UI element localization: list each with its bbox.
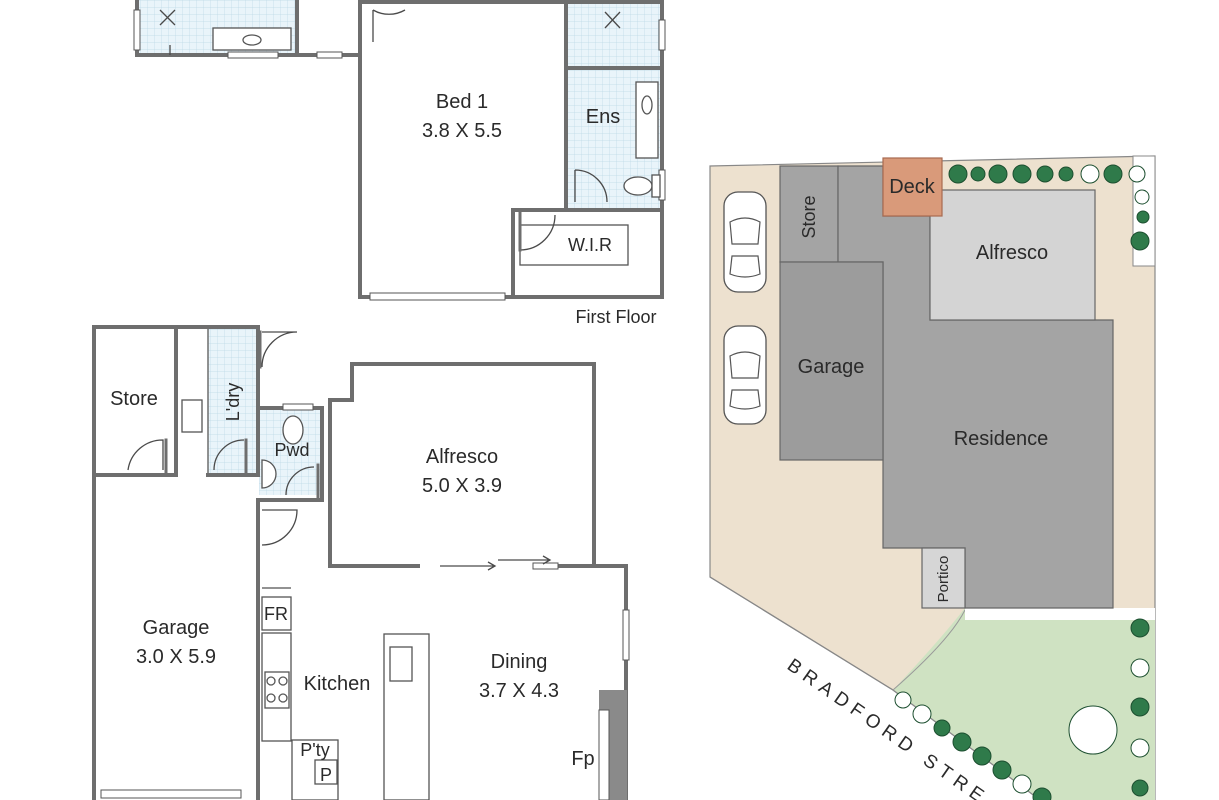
site-alfresco-roof (929, 189, 1096, 321)
garage-door-swing (261, 509, 298, 546)
car-icon (723, 325, 767, 425)
site-label-store: Store (799, 195, 819, 238)
room-label-dining: Dining (491, 651, 548, 673)
site-garage-roof (779, 261, 884, 461)
room-label-store: Store (110, 388, 158, 410)
ground-floor-plan: Store L'dry Pwd Alfresco 5.0 X 3.9 Garag… (92, 325, 630, 800)
floor-caption-first-floor: First Floor (576, 307, 657, 327)
room-label-kitchen: Kitchen (304, 673, 371, 695)
powder-toilet-icon (282, 415, 304, 445)
site-lawn-strip (965, 608, 1155, 620)
site-label-garage: Garage (798, 356, 865, 378)
site-label-alfresco: Alfresco (976, 242, 1048, 264)
ensuite-vanity-icon (635, 81, 659, 159)
ensuite-basin-icon (641, 95, 653, 115)
site-label-residence: Residence (954, 428, 1049, 450)
site-deck (882, 157, 943, 217)
car-icon (723, 191, 767, 293)
label-fridge: FR (264, 604, 288, 624)
first-floor-wc-floor (302, 0, 357, 55)
kitchen-sink-icon (389, 646, 413, 682)
room-label-ens: Ens (586, 106, 620, 128)
store-door-swing (127, 439, 164, 471)
laundry-tub-icon (181, 399, 203, 433)
bed1-door-swing (372, 9, 406, 42)
room-label-garage: Garage (143, 617, 210, 639)
basin-bowl-icon (242, 34, 262, 46)
toilet-icon (623, 176, 653, 196)
site-portico (921, 547, 966, 609)
first-floor-plan: Bed 1 3.8 X 5.5 Ens W.I.R First Floor (133, 0, 666, 327)
room-label-alfresco: Alfresco (426, 446, 498, 468)
pantry-p-box (314, 759, 338, 785)
fridge-space (261, 596, 292, 631)
laundry-floor (208, 327, 258, 475)
label-pantry: P'ty (300, 740, 329, 760)
ground-floor-windows (100, 403, 630, 800)
powder-door-swing (285, 466, 315, 496)
room-size-dining: 3.7 X 4.3 (479, 680, 559, 702)
site-label-deck: Deck (889, 176, 936, 198)
room-label-bed1: Bed 1 (436, 91, 488, 113)
toilet-cistern-icon (651, 174, 661, 198)
room-size-bed1: 3.8 X 5.5 (422, 120, 502, 142)
first-floor-windows (133, 9, 666, 301)
ensuite-door-swing (574, 169, 608, 203)
ensuite-shower-icon (604, 11, 621, 29)
site-label-portico: Portico (935, 556, 952, 603)
laundry-inner-door-swing (213, 439, 245, 471)
room-label-laundry: L'dry (223, 383, 243, 421)
label-pantry-p: P (320, 765, 332, 785)
room-size-garage: 3.0 X 5.9 (136, 646, 216, 668)
laundry-door-swing (261, 331, 298, 368)
room-label-powder: Pwd (274, 440, 309, 460)
tree-icons (894, 164, 1150, 800)
room-size-alfresco: 5.0 X 3.9 (422, 475, 502, 497)
shower-drain-icon (159, 9, 176, 55)
site-plan: Deck Store Alfresco Garage Residence Por… (709, 155, 1156, 800)
powder-basin-icon (261, 459, 277, 489)
label-fireplace: Fp (571, 748, 594, 770)
room-label-wir: W.I.R (568, 235, 612, 255)
